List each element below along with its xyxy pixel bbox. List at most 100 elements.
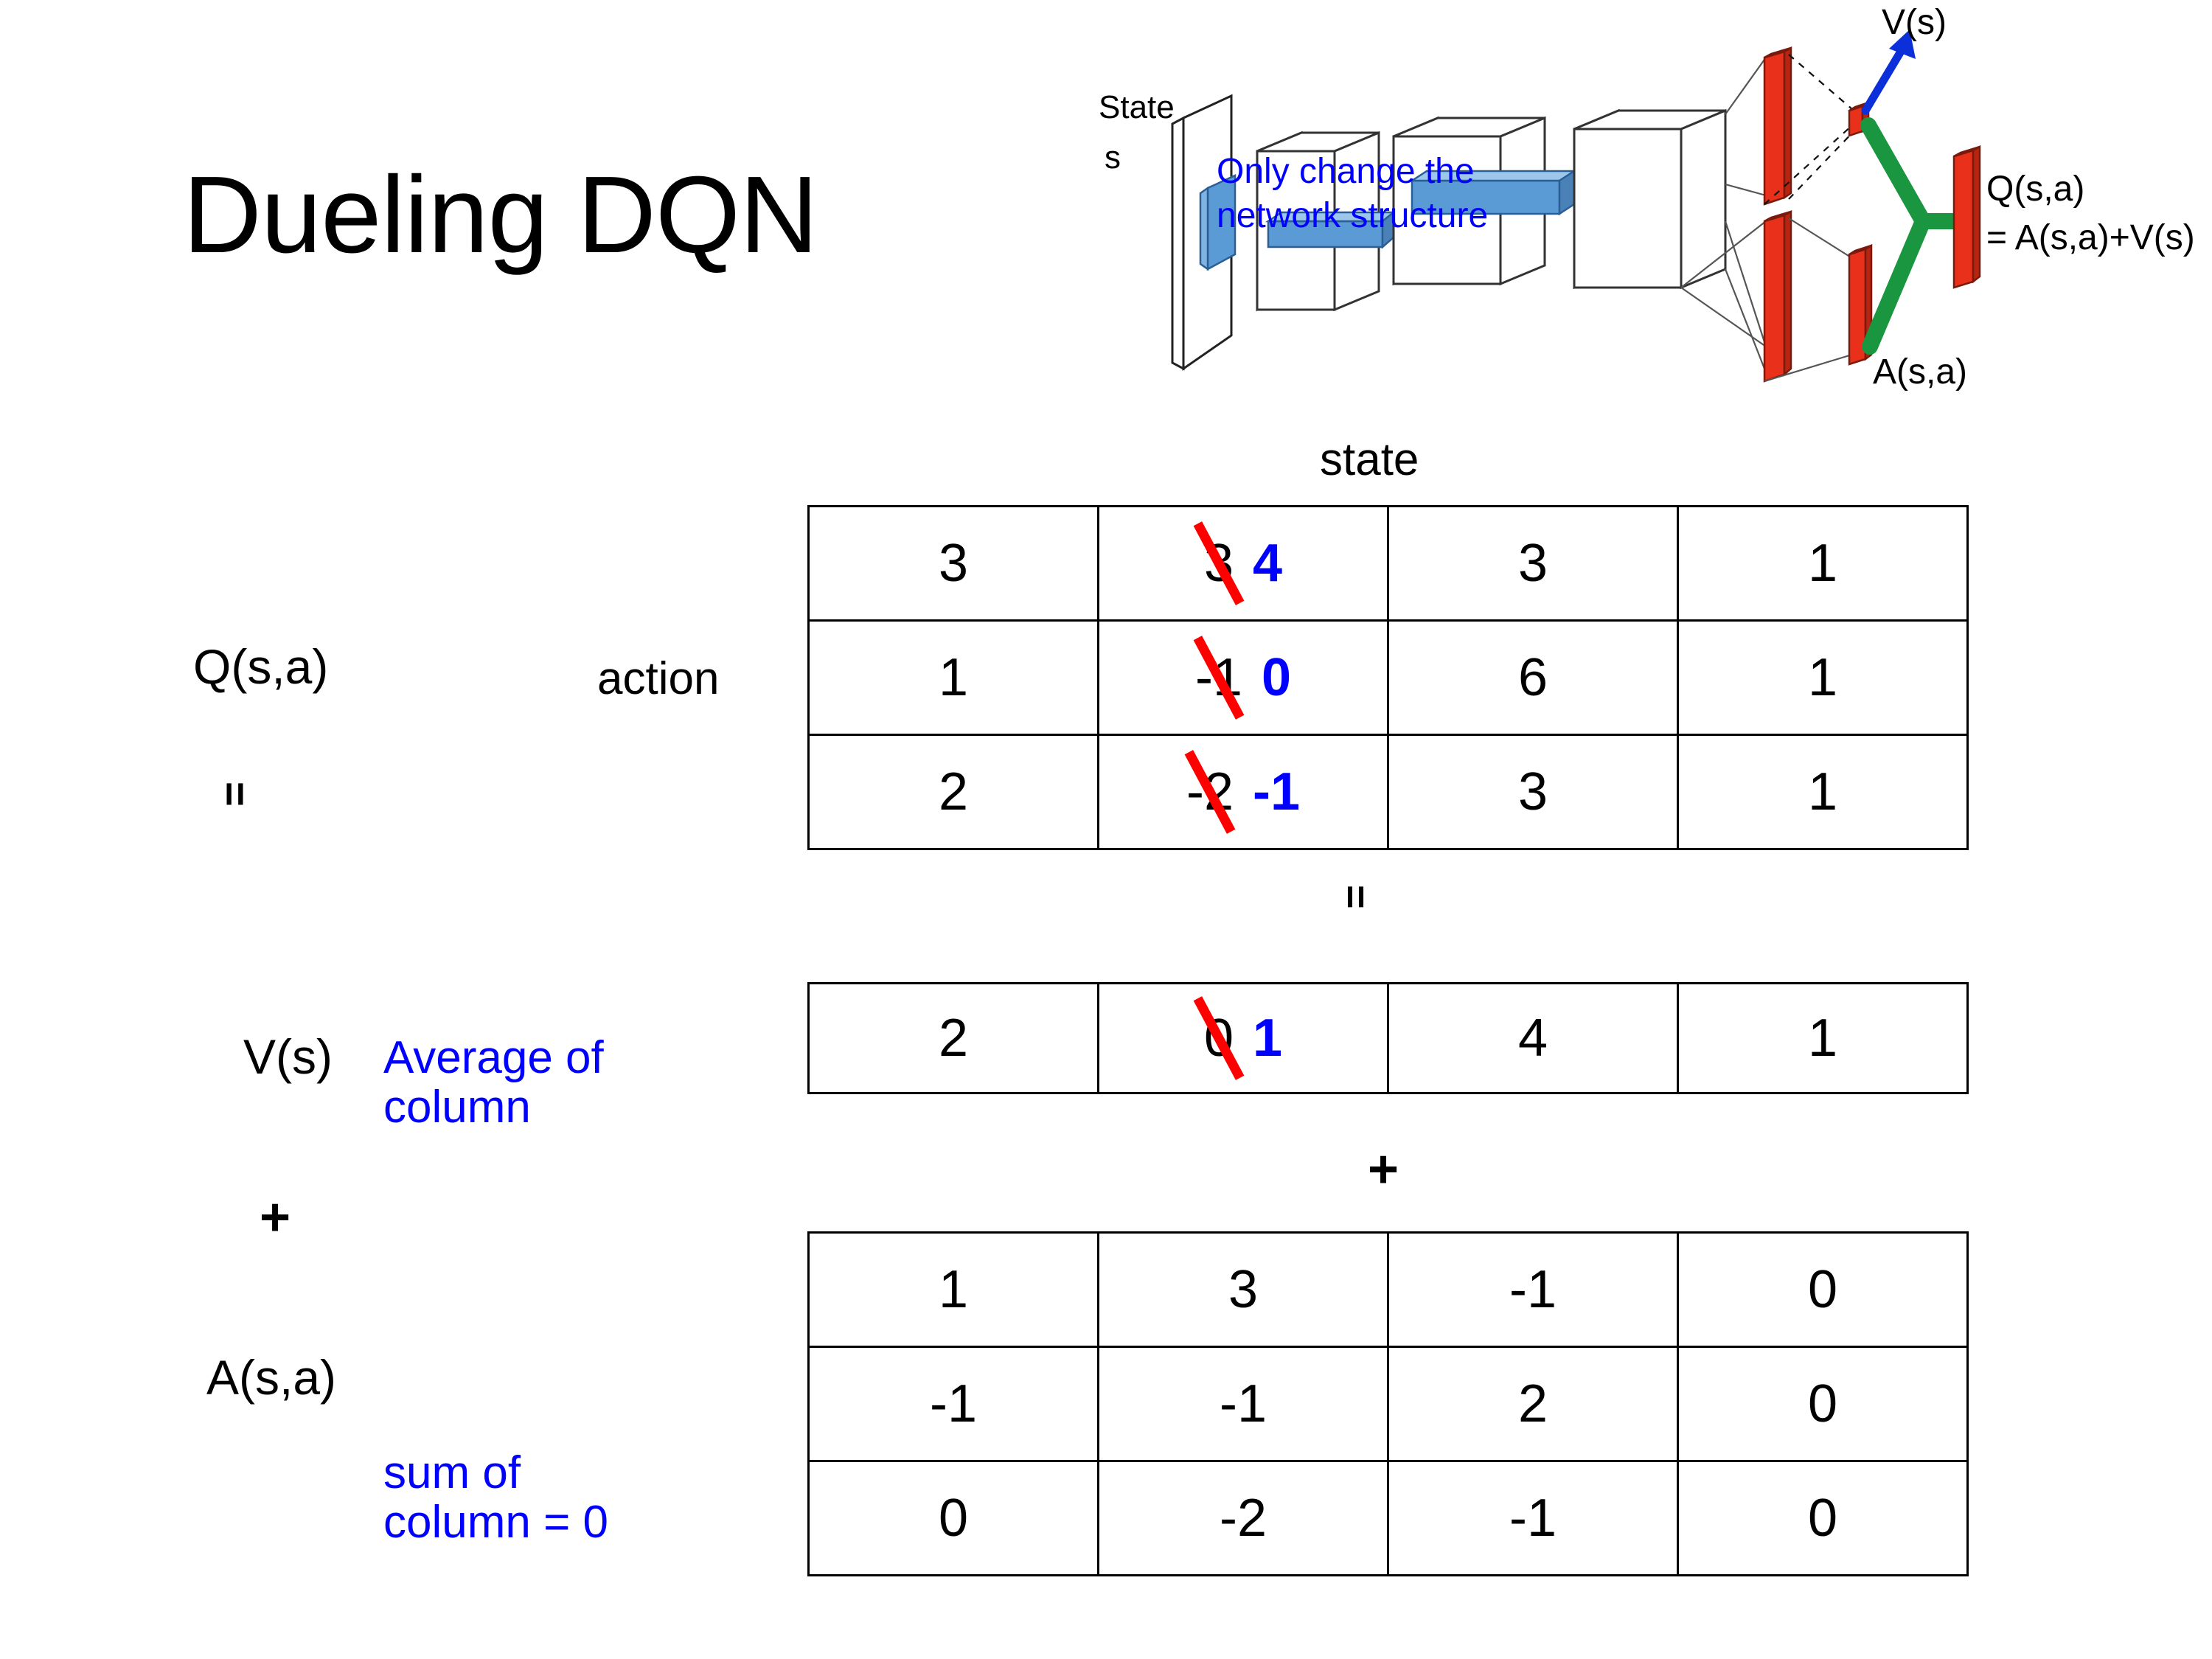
a-value-table: 1 3 -1 0 -1 -1 2 0 0 -2 -1 0 (807, 1231, 1969, 1576)
page-title: Dueling DQN (183, 154, 818, 276)
label-v-function: V(s) (243, 1029, 333, 1084)
diagram-qsa-label-2: = A(s,a)+V(s) (1986, 218, 2195, 257)
advantage-lines (1764, 218, 1855, 383)
cell-value: 0 (938, 1489, 969, 1548)
struck-value: -2 (1184, 750, 1236, 834)
axis-label-action: action (597, 653, 720, 704)
cell-value: 3 (1517, 762, 1548, 821)
note-average-line1: Average of (383, 1032, 604, 1083)
operator-plus-middle: + (1368, 1140, 1399, 1199)
strikethrough-mark-icon (1193, 521, 1245, 605)
diagram-state-label-1: State (1099, 89, 1175, 125)
diagram-note-line1: Only change the (1217, 152, 1475, 191)
value-dashed-lines (1764, 54, 1859, 205)
table-cell: 2 (807, 982, 1099, 1094)
table-cell: 1 (807, 619, 1099, 736)
note-sum-line2: column = 0 (383, 1496, 609, 1548)
cell-value: 1 (1807, 762, 1838, 821)
advantage-node-icon (1848, 243, 1873, 366)
table-cell: 3 (1387, 734, 1679, 850)
table-cell: 1 (807, 1231, 1099, 1348)
table-cell: 0 (1677, 1346, 1969, 1462)
label-q-function: Q(s,a) (193, 639, 329, 694)
cell-value: 0 (1807, 1374, 1838, 1433)
cell-value: -1 (929, 1374, 978, 1433)
table-cell: -1 (1097, 1346, 1389, 1462)
table-row: 2 014 1 (807, 982, 1969, 1094)
diagram-qsa-label-1: Q(s,a) (1986, 170, 2084, 209)
table-cell: 4 (1387, 982, 1679, 1094)
strikethrough-mark-icon (1193, 996, 1245, 1080)
diagram-note-line2: network structure (1217, 196, 1488, 235)
cell-value: 2 (938, 1009, 969, 1068)
table-cell: 3 (1097, 1231, 1389, 1348)
note-sum-line1: sum of (383, 1447, 521, 1498)
table-cell: -1 (1387, 1231, 1679, 1348)
table-cell: 3 (1387, 505, 1679, 622)
table-cell: -1 (807, 1346, 1099, 1462)
cell-value: 1 (1807, 648, 1838, 707)
replacement-value: -1 (1253, 762, 1301, 821)
table-cell: 01 (1097, 982, 1389, 1094)
value-stream-bar-icon (1763, 46, 1792, 206)
table-cell: 1 (1677, 505, 1969, 622)
table-cell: 2 (1387, 1346, 1679, 1462)
conv-filter-1-icon (1265, 210, 1397, 249)
replacement-value: 1 (1253, 1009, 1283, 1068)
q-output-bar-icon (1952, 145, 1981, 289)
operator-equals-left: = (211, 782, 259, 807)
table-cell: 0 (1677, 1231, 1969, 1348)
cell-value: 1 (1807, 1009, 1838, 1068)
cell-value: 1 (938, 648, 969, 707)
cell-value: 1 (938, 1260, 969, 1319)
cell-value: 2 (1517, 1374, 1548, 1433)
cell-value: -2 (1219, 1489, 1267, 1548)
note-average-of-column: Average of column (383, 1032, 737, 1133)
note-average-line2: column (383, 1081, 531, 1133)
table-cell: 3 (807, 505, 1099, 622)
struck-value: 3 (1193, 521, 1245, 605)
strikethrough-mark-icon (1184, 750, 1236, 834)
table-cell: 1 (1677, 619, 1969, 736)
table-row: -1 -1 2 0 (807, 1346, 1969, 1462)
table-cell: 2 (807, 734, 1099, 850)
replacement-value: 4 (1253, 534, 1283, 593)
cell-value: 6 (1517, 648, 1548, 707)
operator-equals-middle: = (1333, 885, 1380, 909)
diagram-state-label-2: s (1105, 139, 1121, 175)
diagram-asa-label: A(s,a) (1873, 352, 1967, 392)
cell-value: 0 (1807, 1260, 1838, 1319)
v-value-table: 2 014 1 (807, 982, 1969, 1094)
label-a-function: A(s,a) (206, 1350, 337, 1405)
cell-value: 3 (1517, 534, 1548, 593)
cell-value: 0 (1807, 1489, 1838, 1548)
cell-value: 1 (1807, 534, 1838, 593)
cell-value: 3 (1228, 1260, 1259, 1319)
conv-layer-3-icon (1573, 108, 1727, 290)
advantage-stream-bar-icon (1763, 209, 1792, 383)
table-cell: -2 -1 (1097, 734, 1389, 850)
struck-value: -1 (1193, 636, 1245, 720)
table-cell: -2 (1097, 1460, 1389, 1576)
axis-label-state: state (1320, 434, 1419, 485)
table-cell: -1 (1387, 1460, 1679, 1576)
table-row: 0 -2 -1 0 (807, 1460, 1969, 1576)
input-filter-icon (1199, 174, 1237, 271)
diagram-vs-label: V(s) (1882, 3, 1947, 42)
table-row: 33431 (807, 505, 1969, 622)
cell-value: 3 (938, 534, 969, 593)
operator-plus-left: + (260, 1188, 291, 1247)
aggregation-link-icon (1860, 117, 1964, 355)
cell-value: -1 (1219, 1374, 1267, 1433)
table-cell: 34 (1097, 505, 1389, 622)
cell-value: -1 (1509, 1489, 1557, 1548)
stream-connection-lines (1680, 57, 1767, 373)
table-cell: 0 (1677, 1460, 1969, 1576)
note-sum-of-column-zero: sum of column = 0 (383, 1447, 767, 1548)
cell-value: -1 (1509, 1260, 1557, 1319)
strikethrough-mark-icon (1193, 636, 1245, 720)
cell-value: 2 (938, 762, 969, 821)
table-cell: 0 (807, 1460, 1099, 1576)
table-cell: 1 (1677, 982, 1969, 1094)
